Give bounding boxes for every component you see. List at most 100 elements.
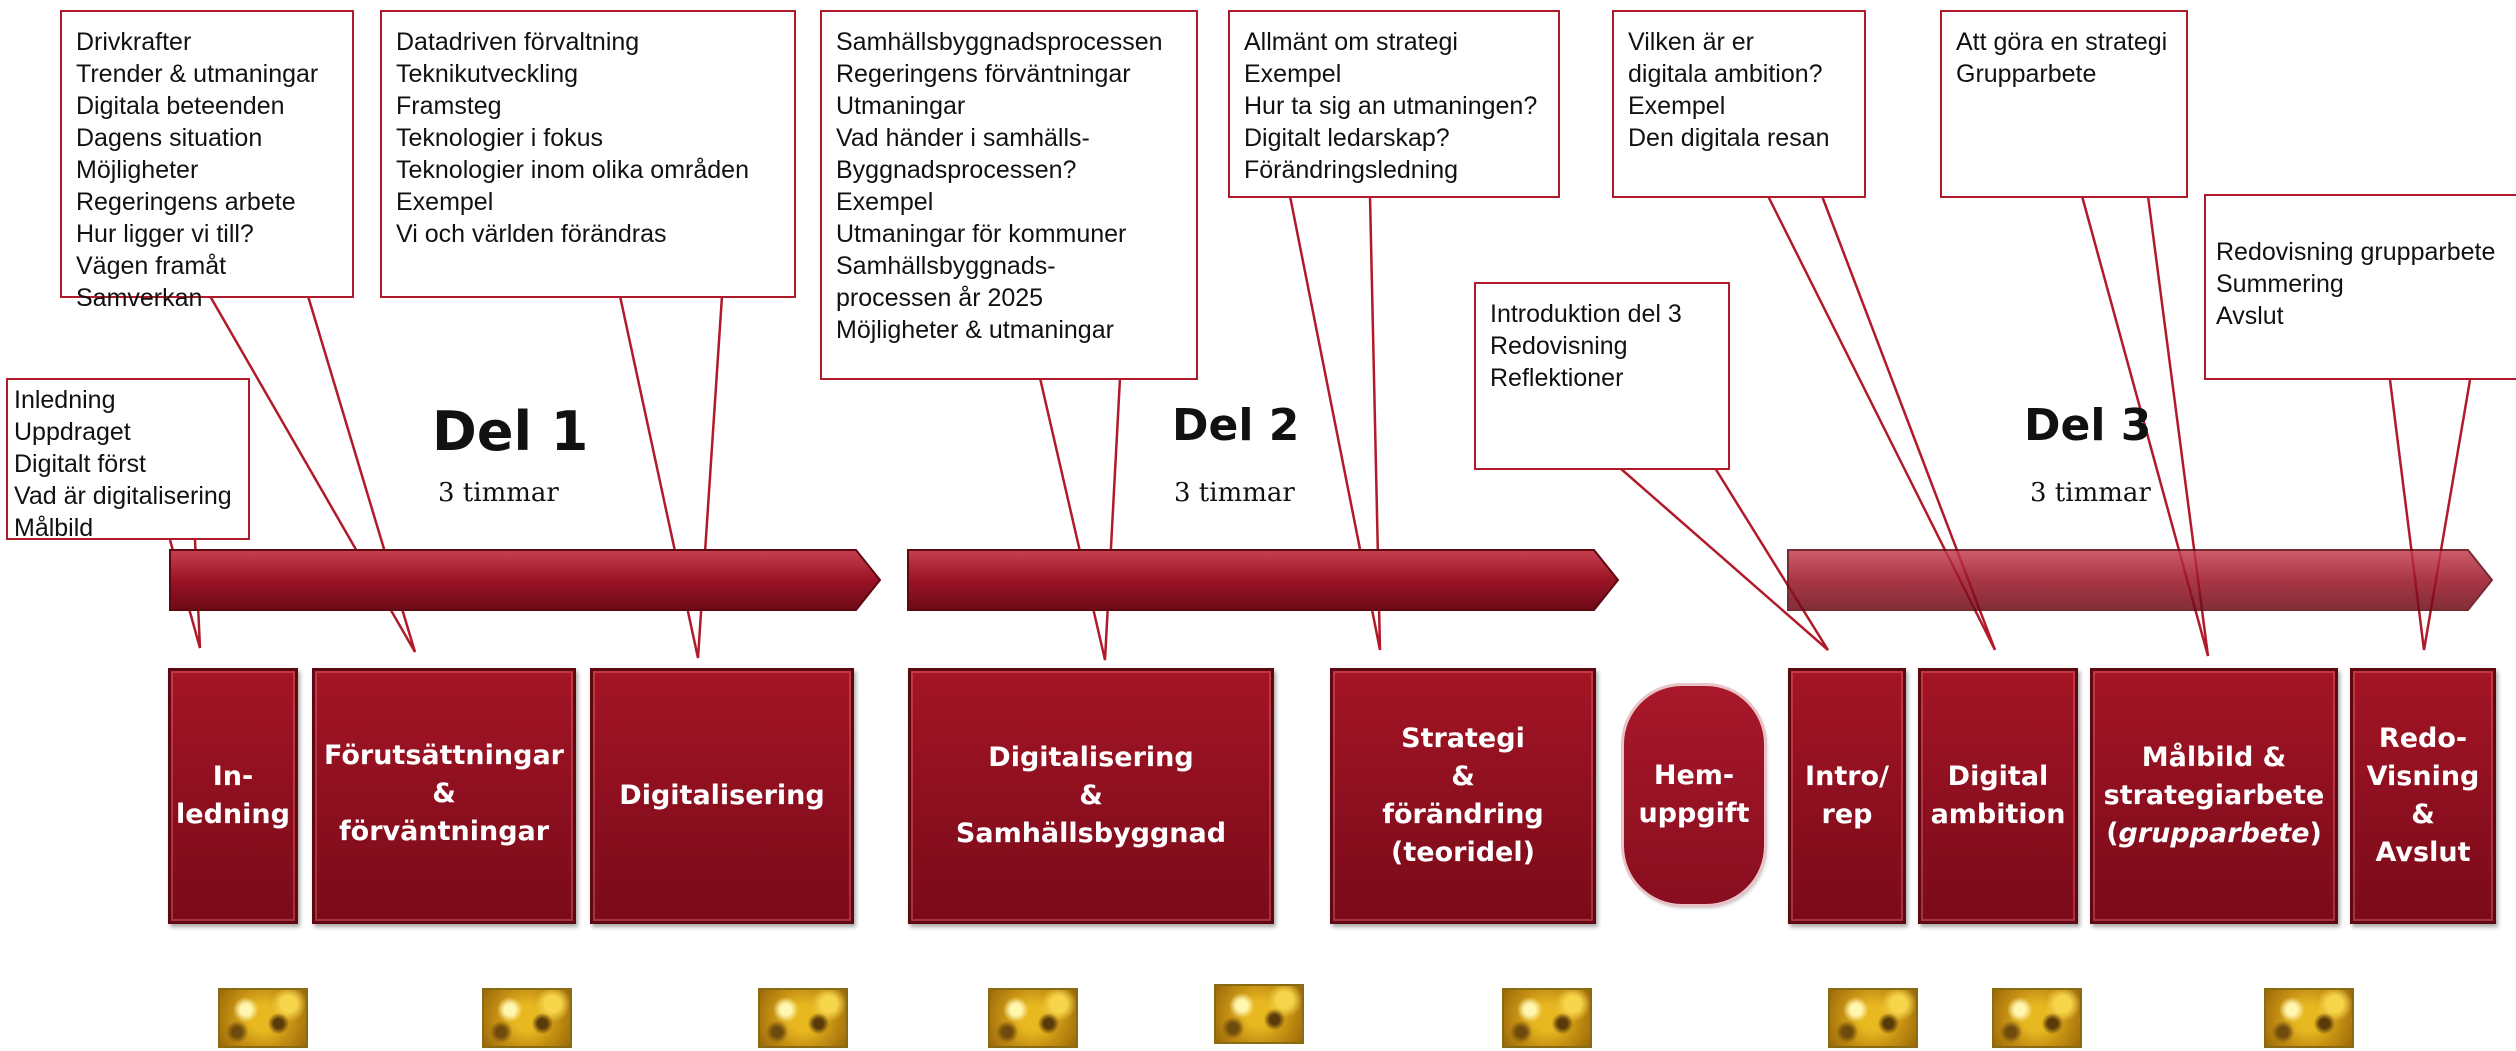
callout-line: Möjligheter & utmaningar <box>836 316 1114 344</box>
callout-line: Redovisning grupparbete <box>2216 238 2496 266</box>
timeline-arrow-del1 <box>169 549 882 611</box>
callout-line: Introduktion del 3 <box>1490 300 1682 328</box>
block-hemuppgift[interactable]: Hem- uppgift <box>1624 686 1764 904</box>
callout-line: processen år 2025 <box>836 284 1044 312</box>
section-duration-del2: 3 timmar <box>1174 478 1295 508</box>
block-forutsattningar[interactable]: Förutsättningar & förväntningar <box>312 668 576 924</box>
callout-line: Samhällsbyggnads- <box>836 252 1056 280</box>
callout-line: Utmaningar <box>836 92 966 120</box>
callout-line: Avslut <box>2216 302 2284 330</box>
block-label: Hem- <box>1653 760 1735 791</box>
callout-line: Exempel <box>1628 92 1726 120</box>
thumbnail-image[interactable] <box>1992 988 2082 1048</box>
callout-line: Byggnadsprocessen? <box>836 156 1077 184</box>
callout-strategi: Allmänt om strategi Exempel Hur ta sig a… <box>1228 10 1560 198</box>
callout-line: Allmänt om strategi <box>1244 28 1458 56</box>
callout-line: Regeringens förväntningar <box>836 60 1131 88</box>
callout-line: Förändringsledning <box>1244 156 1459 184</box>
block-strategi[interactable]: Strategi & förändring (teoridel) <box>1330 668 1596 924</box>
callout-line: Vägen framåt <box>76 252 227 280</box>
block-label: & <box>1451 761 1475 792</box>
callout-digitalisering: Datadriven förvaltning Teknikutveckling … <box>380 10 796 298</box>
callout-forutsattningar: Drivkrafter Trender & utmaningar Digital… <box>60 10 354 312</box>
block-label: ledning <box>176 799 290 830</box>
thumbnail-image[interactable] <box>2264 988 2354 1048</box>
block-label: Intro/ <box>1805 761 1889 792</box>
callout-line: Att göra en strategi <box>1956 28 2168 56</box>
callout-line: Teknikutveckling <box>396 60 579 88</box>
block-label: Visning <box>2366 761 2480 792</box>
callout-line: digitala ambition? <box>1628 60 1823 88</box>
thumbnail-image[interactable] <box>482 988 572 1048</box>
thumbnail-image[interactable] <box>1828 988 1918 1048</box>
callout-ambition: Vilken är er digitala ambition? Exempel … <box>1612 10 1866 198</box>
thumbnail-image[interactable] <box>988 988 1078 1048</box>
block-label: ambition <box>1930 799 2066 830</box>
thumbnail-image[interactable] <box>218 988 308 1048</box>
callout-line: Regeringens arbete <box>76 188 296 216</box>
callout-line: Hur ligger vi till? <box>76 220 254 248</box>
timeline-arrow-del3 <box>1787 549 2494 611</box>
block-introrep[interactable]: Intro/ rep <box>1788 668 1906 924</box>
block-label: rep <box>1821 799 1873 830</box>
callout-inledning: Inledning Uppdraget Digitalt först Vad ä… <box>6 378 250 542</box>
callout-line: Trender & utmaningar <box>76 60 319 88</box>
callout-line: Exempel <box>1244 60 1342 88</box>
callout-line: Teknologier i fokus <box>396 124 604 152</box>
timeline-arrow-del2 <box>907 549 1620 611</box>
callout-line: Exempel <box>396 188 494 216</box>
callout-line: Reflektioner <box>1490 364 1624 392</box>
callout-line: Redovisning <box>1490 332 1628 360</box>
block-label: förväntningar <box>338 816 550 847</box>
callout-line: Hur ta sig an utmaningen? <box>1244 92 1538 120</box>
callout-line: Summering <box>2216 270 2344 298</box>
block-label: (teoridel) <box>1391 837 1535 868</box>
callout-line: Digitalt först <box>14 450 146 478</box>
block-samhallsbyggnad[interactable]: Digitalisering & Samhällsbyggnad <box>908 668 1274 924</box>
callout-line: Inledning <box>14 386 116 414</box>
block-avslut[interactable]: Redo- Visning & Avslut <box>2350 668 2496 924</box>
callout-malbild: Att göra en strategi Grupparbete <box>1940 10 2188 198</box>
thumbnail-image[interactable] <box>758 988 848 1048</box>
callout-line: Utmaningar för kommuner <box>836 220 1127 248</box>
block-label: Strategi <box>1401 723 1525 754</box>
connector-samhallsbyggnad <box>1038 377 1122 661</box>
callout-line: Digitalt ledarskap? <box>1244 124 1450 152</box>
callout-line: Digitala beteenden <box>76 92 285 120</box>
block-inledning[interactable]: In- ledning <box>168 668 298 924</box>
block-digitalisering[interactable]: Digitalisering <box>590 668 854 924</box>
callout-line: Samhällsbyggnadsprocessen <box>836 28 1163 56</box>
block-label: Samhällsbyggnad <box>955 818 1227 849</box>
callout-samhallsbyggnad: Samhällsbyggnadsprocessen Regeringens fö… <box>820 10 1198 380</box>
block-label: Digitalisering <box>988 742 1194 773</box>
block-malbild[interactable]: Målbild & strategiarbete (grupparbete) <box>2090 668 2338 924</box>
callout-line: Drivkrafter <box>76 28 192 56</box>
callout-line: Teknologier inom olika områden <box>396 156 749 184</box>
thumbnail-image[interactable] <box>1214 984 1304 1044</box>
block-label: & <box>2411 799 2435 830</box>
callout-avslut: Redovisning grupparbete Summering Avslut <box>2204 194 2516 380</box>
callout-line: Uppdraget <box>14 418 131 446</box>
block-label: & <box>1079 780 1103 811</box>
callout-line: Målbild <box>14 514 94 542</box>
callout-line: Vad är digitalisering <box>14 482 232 510</box>
section-title-del1: Del 1 <box>432 400 589 463</box>
block-label: grupparbete <box>2118 818 2310 849</box>
block-label: Målbild & <box>2141 742 2287 773</box>
callout-line: Datadriven förvaltning <box>396 28 640 56</box>
callout-line: Framsteg <box>396 92 502 120</box>
section-title-del3: Del 3 <box>2024 400 2152 451</box>
callout-line: Vi och världen förändras <box>396 220 667 248</box>
callout-line: Dagens situation <box>76 124 263 152</box>
block-label: Förutsättningar & <box>323 740 564 809</box>
block-label: förändring <box>1382 799 1544 830</box>
block-ambition[interactable]: Digital ambition <box>1918 668 2078 924</box>
callout-introrep: Introduktion del 3 Redovisning Reflektio… <box>1474 282 1730 470</box>
callout-line: Den digitala resan <box>1628 124 1830 152</box>
section-title-del2: Del 2 <box>1172 400 1300 451</box>
block-label: Digitalisering <box>619 780 825 811</box>
callout-line: Exempel <box>836 188 934 216</box>
block-label: strategiarbete <box>2103 780 2325 811</box>
thumbnail-image[interactable] <box>1502 988 1592 1048</box>
block-label: Digital <box>1947 761 2049 792</box>
